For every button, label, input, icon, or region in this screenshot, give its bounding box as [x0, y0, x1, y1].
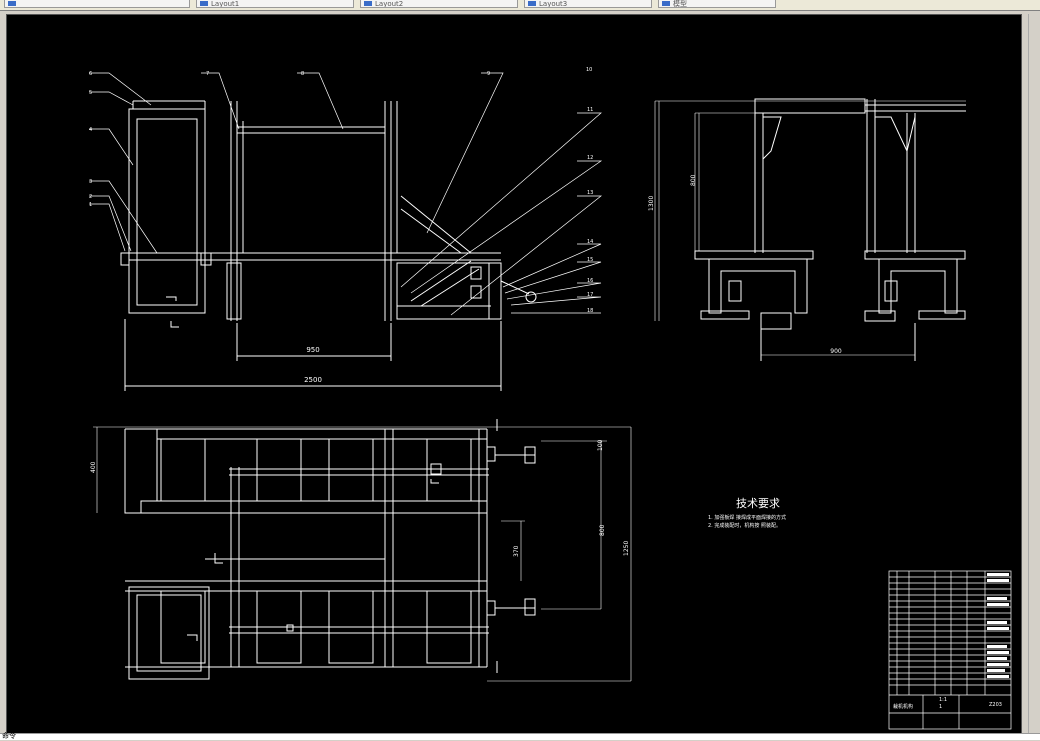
tech-note-2: 2. 完成装配时，机构按 照装配。: [708, 522, 781, 529]
layout-icon: [200, 1, 208, 6]
callout-16: 16: [587, 278, 593, 284]
top-view: [93, 419, 632, 682]
leader-lines-front: [89, 72, 603, 316]
callout-11: 11: [587, 107, 593, 113]
title-drawing-no: Z203: [989, 702, 1002, 708]
dim-1300: 1300: [648, 196, 655, 211]
tech-requirements-title: 技术要求: [736, 497, 780, 510]
dim-1250: 1250: [623, 541, 630, 556]
callout-18: 18: [587, 308, 593, 314]
tech-note-1: 1. 加强板焊 接焊成平面焊接的方式: [708, 514, 786, 521]
tab-layout2[interactable]: Layout2: [360, 0, 518, 8]
title-block: [888, 570, 1012, 730]
callout-labels: 1 2 3 4 5 6 7 8 9 10 11 12 13 14 15 16 1…: [89, 67, 593, 314]
dim-800-top: 800: [599, 524, 606, 536]
side-view: [654, 98, 966, 361]
callout-17: 17: [587, 292, 593, 298]
callout-4: 4: [89, 127, 92, 133]
callout-9: 9: [487, 71, 490, 77]
callout-15: 15: [587, 257, 593, 263]
file-icon: [8, 1, 16, 6]
layout-icon: [364, 1, 372, 6]
tab-layout3[interactable]: Layout3: [524, 0, 652, 8]
command-prompt: 命令: [2, 732, 16, 740]
title-part-name: 裁机机构: [893, 703, 913, 710]
tab-0[interactable]: [4, 0, 190, 8]
callout-14: 14: [587, 239, 593, 245]
tab-model[interactable]: 模型: [658, 0, 776, 8]
callout-8: 8: [301, 71, 304, 77]
command-line[interactable]: 命令: [0, 732, 1040, 740]
layout-tab-strip: Layout1 Layout2 Layout3 模型: [0, 0, 1040, 11]
callout-3: 3: [89, 179, 92, 185]
cad-drawing: 950 2500 1 2 3 4 5 6 7 8 9 10 11 12 13 1…: [89, 67, 1012, 730]
drawing-canvas[interactable]: 950 2500 1 2 3 4 5 6 7 8 9 10 11 12 13 1…: [6, 14, 1022, 734]
front-view: [120, 100, 537, 391]
tab-layout1[interactable]: Layout1: [196, 0, 354, 8]
callout-7: 7: [206, 71, 209, 77]
model-icon: [662, 1, 670, 6]
dim-2500: 2500: [304, 376, 322, 384]
dim-370: 370: [513, 545, 520, 557]
dim-400: 400: [90, 461, 97, 473]
callout-6: 6: [89, 71, 92, 77]
layout-icon: [528, 1, 536, 6]
dim-800-side: 800: [690, 174, 697, 186]
callout-5: 5: [89, 90, 92, 96]
callout-12: 12: [587, 155, 593, 161]
callout-13: 13: [587, 190, 593, 196]
title-scale: 1:1: [939, 697, 947, 703]
vertical-scrollbar[interactable]: [1028, 14, 1040, 733]
dim-100: 100: [597, 439, 604, 451]
dim-950: 950: [306, 346, 319, 354]
callout-10: 10: [586, 67, 592, 73]
title-sheet: 1: [939, 704, 942, 710]
callout-1: 1: [89, 202, 92, 208]
dim-900: 900: [830, 348, 842, 355]
callout-2: 2: [89, 194, 92, 200]
